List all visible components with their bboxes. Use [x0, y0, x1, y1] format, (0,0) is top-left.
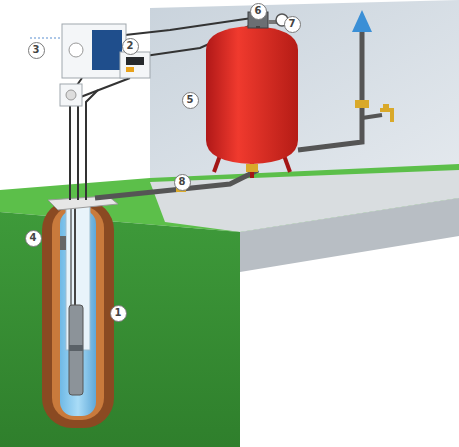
callout-number: 2: [122, 38, 139, 55]
callout-number: 6: [250, 3, 267, 20]
controller-display: [126, 57, 144, 65]
submersible-pump: [69, 305, 83, 395]
wall-socket: [60, 84, 82, 106]
outlet-pipe: [298, 30, 362, 150]
callout-number: 5: [182, 92, 199, 109]
water-tap: [380, 110, 392, 122]
control-socket: [69, 43, 83, 57]
controller-button: [126, 67, 134, 72]
callout-number: 8: [174, 174, 191, 191]
controller-box: [120, 52, 150, 78]
tank-fitting: [246, 164, 258, 172]
well-bore: [42, 200, 114, 428]
earth-section: [0, 212, 240, 447]
level-cable: [86, 90, 98, 200]
tap-pipe: [362, 115, 382, 118]
pipe-fitting: [355, 100, 369, 108]
pump-band: [69, 345, 83, 351]
callout-number: 3: [28, 42, 45, 59]
switch-stem: [256, 26, 260, 28]
control-panel: [92, 30, 122, 70]
mains-lead: [30, 38, 60, 39]
callout-number: 4: [25, 230, 42, 247]
pump-cable: [71, 205, 72, 305]
callout-number: 1: [110, 305, 127, 322]
sensor-cable: [78, 78, 130, 200]
back-wall: [150, 0, 459, 182]
control-box: [62, 24, 126, 78]
supply-pipe: [95, 170, 258, 198]
callout-number: 7: [284, 16, 301, 33]
level-sensor: [60, 236, 66, 250]
riser-pipe: [74, 200, 76, 305]
flow-arrow: [352, 10, 372, 32]
slab-edge: [240, 198, 459, 272]
tap-handle: [383, 104, 389, 109]
pressure-tank: [206, 26, 298, 164]
socket-hole: [66, 90, 76, 100]
